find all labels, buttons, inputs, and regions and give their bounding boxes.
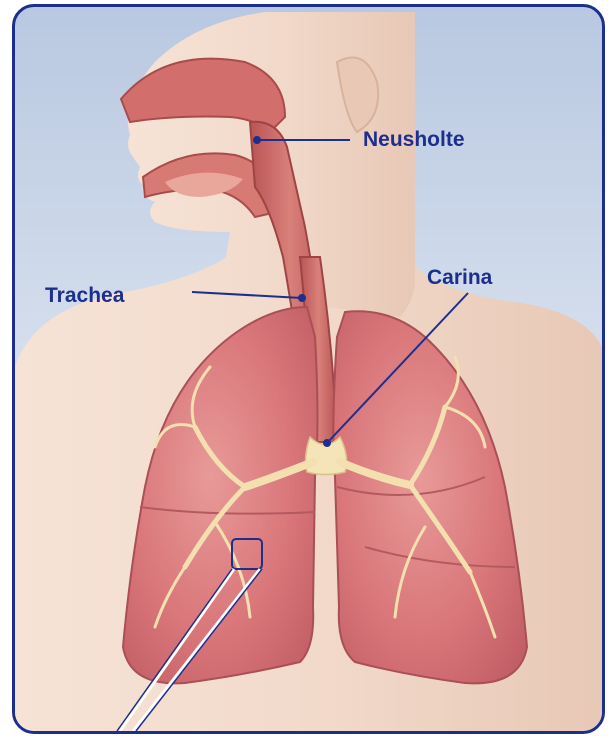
label-carina: Carina [427, 267, 492, 288]
label-trachea: Trachea [45, 285, 124, 306]
label-neusholte: Neusholte [363, 129, 465, 150]
diagram-frame: Neusholte Trachea Carina [12, 4, 605, 734]
respiratory-system-illustration [15, 7, 602, 731]
